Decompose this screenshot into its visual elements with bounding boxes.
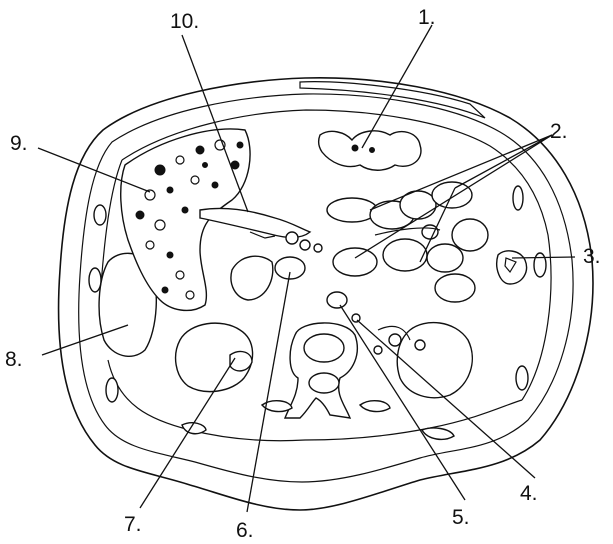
leader-1 xyxy=(362,25,432,148)
descending-colon xyxy=(497,251,527,284)
label-9: 9. xyxy=(10,132,28,155)
label-5: 5. xyxy=(452,506,470,529)
kidney-right xyxy=(397,323,472,398)
aorta xyxy=(275,257,305,279)
label-10: 10. xyxy=(170,10,199,33)
leader-2c xyxy=(455,135,552,188)
label-6: 6. xyxy=(236,519,254,542)
leader-6 xyxy=(247,272,290,512)
vertebra xyxy=(285,323,357,418)
crus-vessel xyxy=(327,292,347,308)
label-2: 2. xyxy=(550,120,568,143)
label-1: 1. xyxy=(418,6,436,29)
label-7: 7. xyxy=(124,513,142,536)
small-bowel-loops xyxy=(327,182,488,302)
label-8: 8. xyxy=(5,348,23,371)
label-3: 3. xyxy=(583,245,601,268)
label-4: 4. xyxy=(520,482,538,505)
